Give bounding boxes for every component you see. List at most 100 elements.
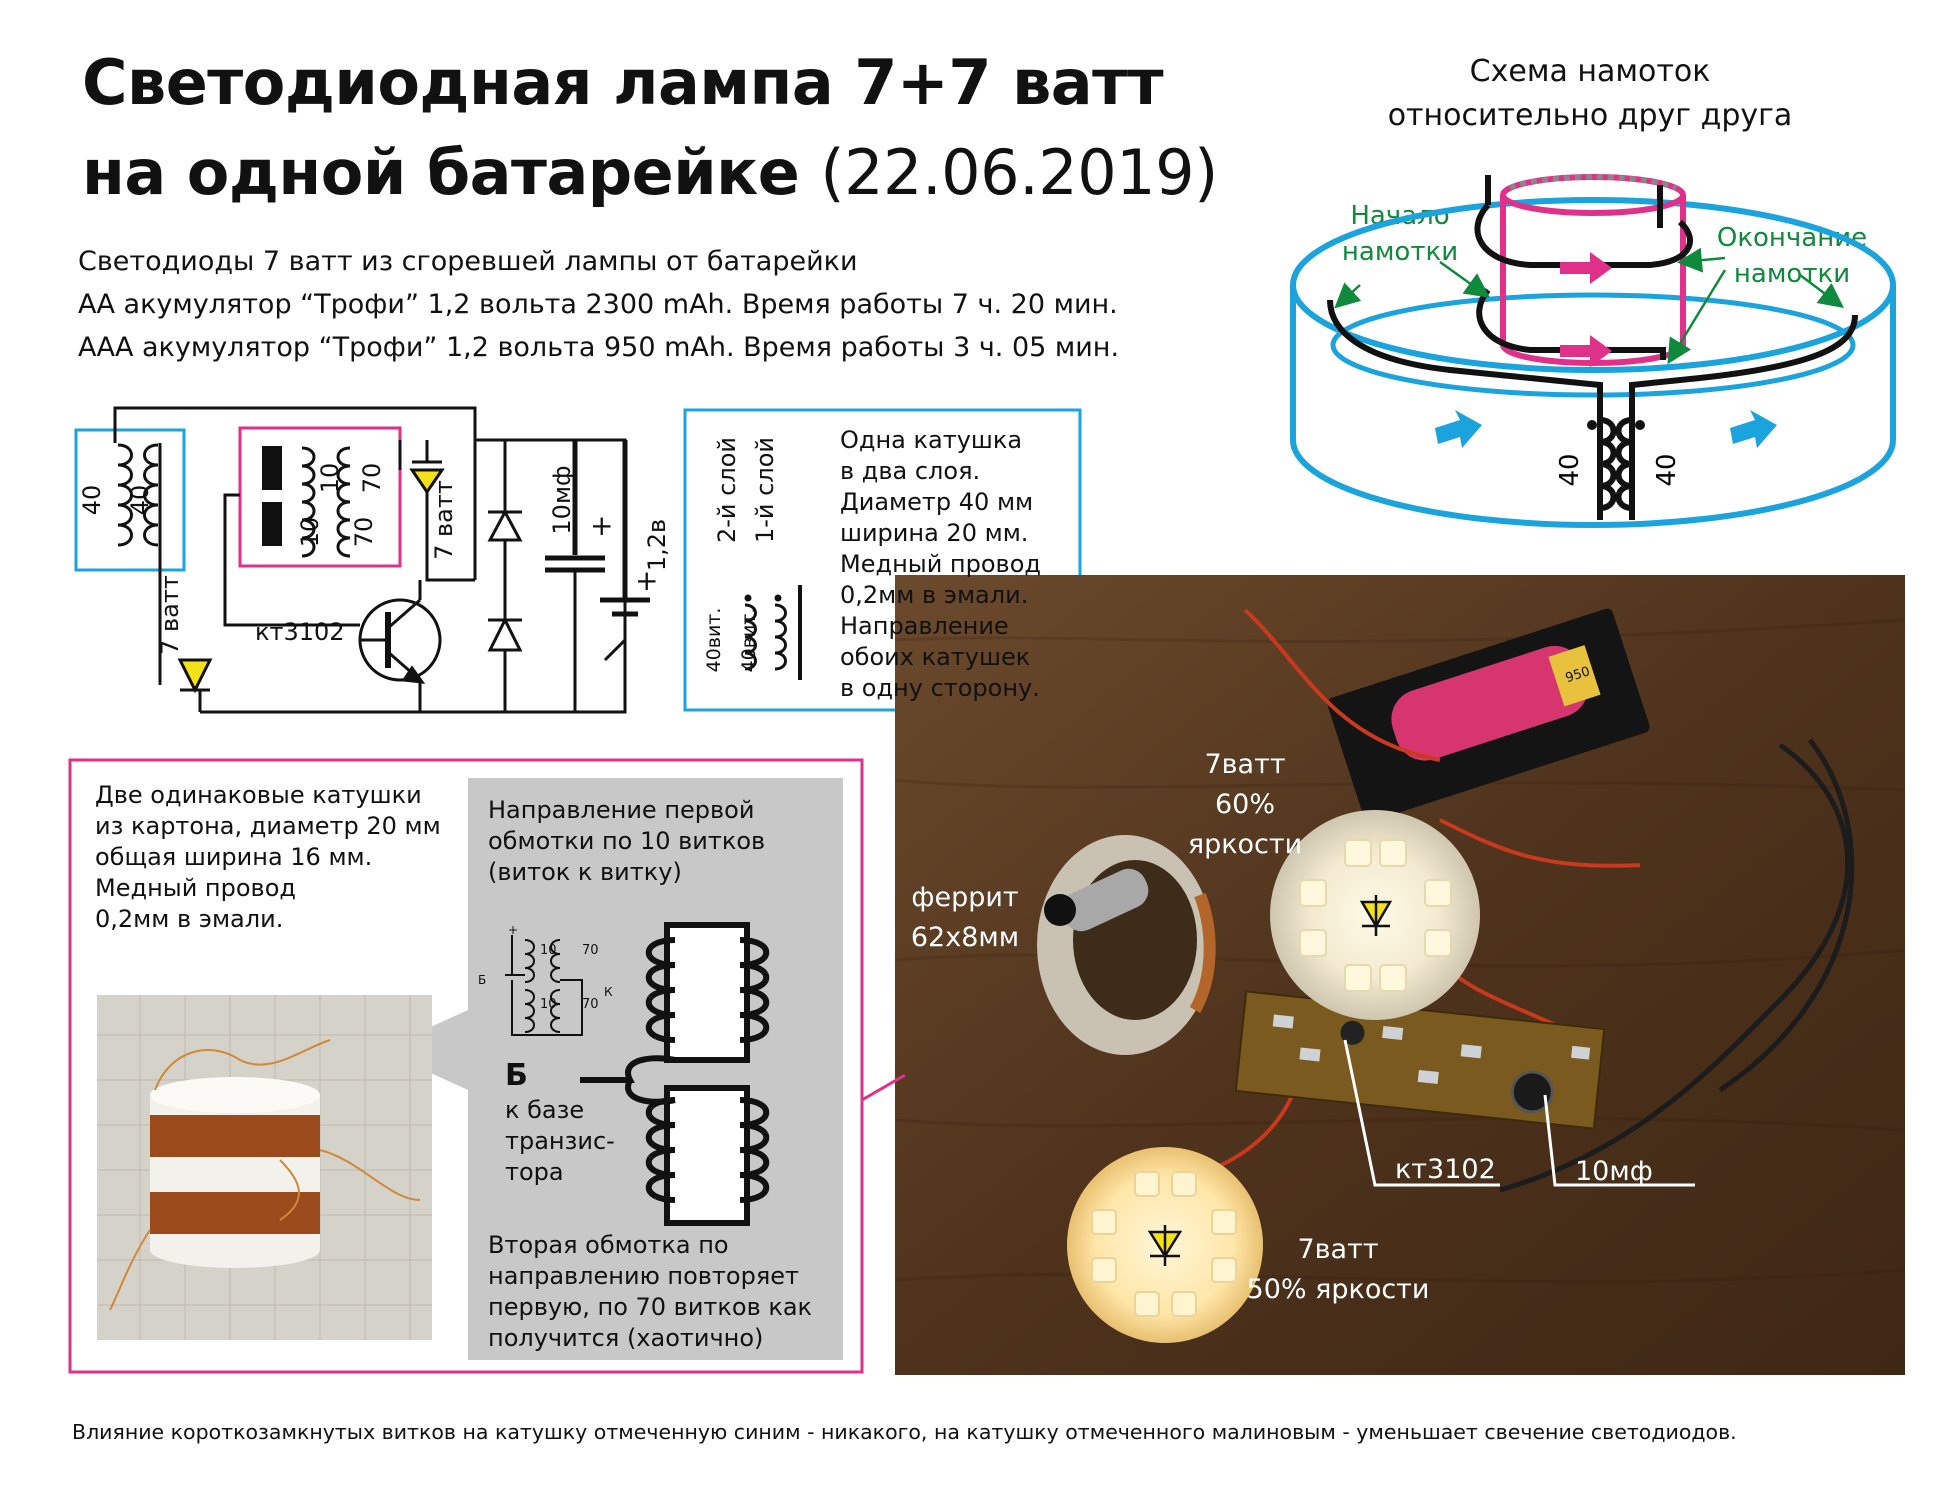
photo-led-top-line-2: 60% яркости [1187,789,1303,860]
photo-led-top-label: 7ватт 60% яркости [1160,745,1330,865]
coil-info-turns2: 40вит. [703,608,725,673]
gray-top-line: Направление первой [488,796,755,824]
circuit-transistor-label: кт3102 [255,618,345,646]
pink-box-line: Две одинаковые катушки [95,781,422,809]
gray-top-line: обмотки по 10 витков [488,827,766,855]
photo-led-bottom-line-1: 7ватт [1297,1234,1379,1265]
title-line-1: Светодиодная лампа 7+7 ватт [82,46,1164,119]
pink-box [68,758,906,1374]
circuit-cap-plus: + [590,509,613,542]
circuit-battery-label: 1,2в [643,519,671,571]
photo-capacitor-label: 10мф [1575,1156,1653,1187]
photo-led-top-line-1: 7ватт [1204,749,1286,780]
circuit-coil-70a: 70 [358,463,386,494]
photo-led-bottom-line-2: 50% яркости [1246,1274,1430,1305]
inner-ring [1330,292,1856,398]
gray-top-line: (виток к витку) [488,858,682,886]
photo-led-bottom-label: 7ватт 50% яркости [1243,1230,1433,1310]
coil-info-line: в одну сторону. [840,674,1040,702]
mini-schematic [505,935,583,1036]
mini-10b: 10 [540,997,557,1012]
coil-info-layer1: 1-й слой [751,437,779,543]
coil-info-line: Направление [840,612,1009,640]
coil-info-layer2: 2-й слой [713,437,741,543]
outer-coil-bottom [1290,439,1896,528]
page-title: Светодиодная лампа 7+7 ватт на одной бат… [82,38,1218,218]
photo-ferrite-label: феррит 62х8мм [900,878,1030,958]
battery-text: 950 [1564,664,1592,686]
coil-info-line: Одна катушка [840,426,1023,454]
circuit-coil-blue-1: 40 [78,485,106,516]
coil-info-line: ширина 20 мм. [840,519,1029,547]
gray-bottom-line: получится (хаотично) [488,1324,764,1352]
schema-title-line-2: относительно друг друга [1387,98,1793,133]
start-label-line-2: намотки [1341,237,1459,267]
description-line-2: АА акумулятор “Трофи” 1,2 вольта 2300 mA… [78,289,1118,320]
circuit-coil-70b: 70 [350,517,378,548]
battery-holder: 950 [1327,608,1650,822]
base-text-line: к базе [505,1096,585,1124]
base-text-line: тора [505,1158,564,1186]
right-winding-lead [1629,314,1858,520]
gray-panel [468,778,843,1360]
base-text: к базе транзис- тора [505,1095,615,1188]
description: Светодиоды 7 ватт из сгоревшей лампы от … [78,240,1119,369]
mini-70b: 70 [582,997,599,1012]
base-label: Б [505,1058,528,1093]
coil-info-text: Одна катушка в два слоя. Диаметр 40 мм ш… [840,425,1041,704]
schema-turns-right: 40 [1652,453,1682,486]
coil-info-line: Диаметр 40 мм [840,488,1034,516]
footer-note: Влияние короткозамкнутых витков на катуш… [72,1420,1737,1444]
circuit-led-left-label: 7 ватт [156,575,184,655]
coil-info-turns1: 40вит. [738,608,760,673]
mini-plus: + [508,923,519,937]
led-board-bottom [1067,1147,1263,1343]
big-coil-drawing [580,922,770,1226]
gray-bottom-line: направлению повторяет [488,1262,800,1290]
mini-k: К [604,985,613,999]
description-line-3: ААА акумулятор “Трофи” 1,2 вольта 950 mA… [78,332,1120,363]
mini-10a: 10 [540,943,557,958]
pink-box-line: 0,2мм в эмали. [95,905,284,933]
schema-title: Схема намоток относительно друг друга [1290,50,1890,138]
coil-info-line: обоих катушек [840,643,1031,671]
pink-box-line: из картона, диаметр 20 мм [95,812,441,840]
base-text-line: транзис- [505,1127,615,1155]
circuit-coil-10a: 10 [316,463,344,494]
mini-b: Б [478,973,487,987]
left-winding-lead [1327,299,1603,520]
blue-coil-box [74,428,186,572]
gray-bottom-line: Вторая обмотка по [488,1231,729,1259]
led-board-top [1270,810,1480,1020]
photo-transistor-label: кт3102 [1395,1154,1496,1185]
circuit-led-right-label: 7 ватт [430,480,458,560]
title-date: (22.06.2019) [820,136,1218,209]
gray-bottom-line: первую, по 70 витков как [488,1293,813,1321]
circuit-coil-10b: 10 [296,517,324,548]
circuit-capacitor-label: 10мф [548,465,576,534]
pink-box-line: Медный провод [95,874,296,902]
circuit-coil-blue-2: 40 [126,485,154,516]
coil-info-line: 0,2мм в эмали. [840,581,1029,609]
title-line-2: на одной батарейке (22.06.2019) [82,136,1218,209]
mini-70a: 70 [582,943,599,958]
pcb [1234,990,1606,1130]
description-line-1: Светодиоды 7 ватт из сгоревшей лампы от … [78,246,858,277]
coil-info-line: в два слоя. [840,457,981,485]
schema-title-line-1: Схема намоток [1469,54,1711,89]
circuit-bat-plus: + [635,564,658,597]
pink-box-line: общая ширина 16 мм. [95,843,373,871]
coil-info-line: Медный провод [840,550,1041,578]
gray-bottom-text: Вторая обмотка по направлению повторяет … [488,1230,812,1354]
pink-box-text: Две одинаковые катушки из картона, диаме… [95,780,441,935]
magenta-coil-box [238,426,402,568]
schema-turns-left: 40 [1555,453,1585,486]
photo: 950 [894,575,1906,1375]
winding-schema: 40 40 [1290,174,1896,528]
ferrite-coil [1037,835,1216,1055]
gray-top-text: Направление первой обмотки по 10 витков … [488,795,765,888]
circuit-diagram [74,406,650,714]
photo-ferrite-line-2: 62х8мм [910,922,1020,953]
photo-ferrite-line-1: феррит [911,882,1019,913]
